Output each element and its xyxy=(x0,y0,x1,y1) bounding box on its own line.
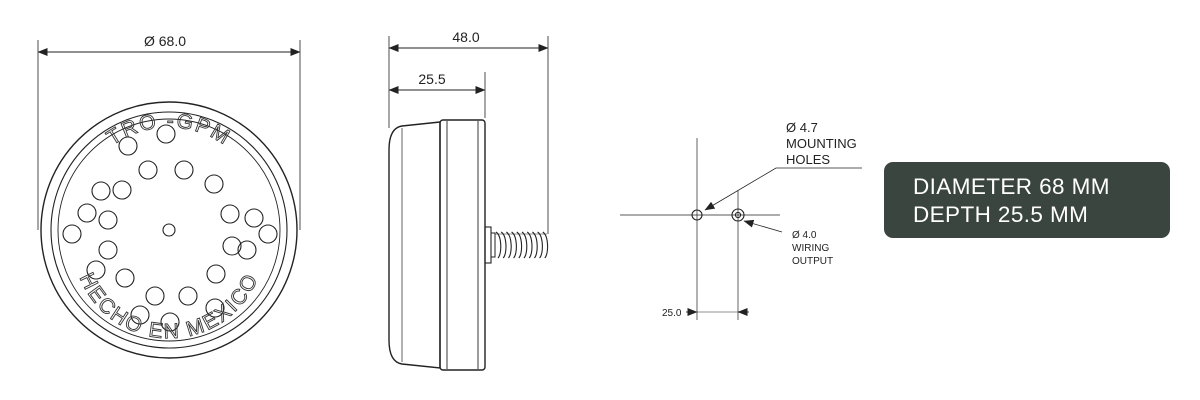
emboss-bottom-text: HECHO EN MEXICO xyxy=(75,269,263,343)
svg-text:WIRING: WIRING xyxy=(792,243,829,254)
wiring-spring xyxy=(495,231,549,259)
overall-depth-label: 48.0 xyxy=(452,29,479,45)
vent-holes xyxy=(62,124,278,332)
svg-text:HOLES: HOLES xyxy=(786,152,830,167)
spec-depth: DEPTH 25.5 MM xyxy=(913,202,1089,227)
spec-diameter: DIAMETER 68 MM xyxy=(913,174,1110,199)
svg-text:OUTPUT: OUTPUT xyxy=(792,256,833,267)
svg-text:MOUNTING: MOUNTING xyxy=(786,136,857,151)
mounting-hole-callout: Ø 4.7 MOUNTING HOLES xyxy=(786,120,857,167)
spec-box: DIAMETER 68 MM DEPTH 25.5 MM xyxy=(884,162,1170,238)
hole-spacing-label: 25.0 xyxy=(662,308,682,319)
mounting-detail xyxy=(620,138,862,320)
outer-rim xyxy=(40,101,298,359)
lamp-body xyxy=(388,121,441,369)
emboss-top-text: TRO -GPM xyxy=(103,109,235,150)
center-hole xyxy=(162,223,176,237)
diameter-label: Ø 68.0 xyxy=(144,33,186,49)
wiring-output-callout: Ø 4.0 WIRING OUTPUT xyxy=(792,230,833,267)
svg-text:Ø 4.7: Ø 4.7 xyxy=(786,120,818,135)
wiring-output-hole xyxy=(731,208,745,222)
side-view xyxy=(388,36,549,371)
body-depth-label: 25.5 xyxy=(418,71,445,87)
mounting-hole xyxy=(691,209,703,221)
svg-text:Ø 4.0: Ø 4.0 xyxy=(792,230,817,241)
front-view xyxy=(37,40,301,359)
